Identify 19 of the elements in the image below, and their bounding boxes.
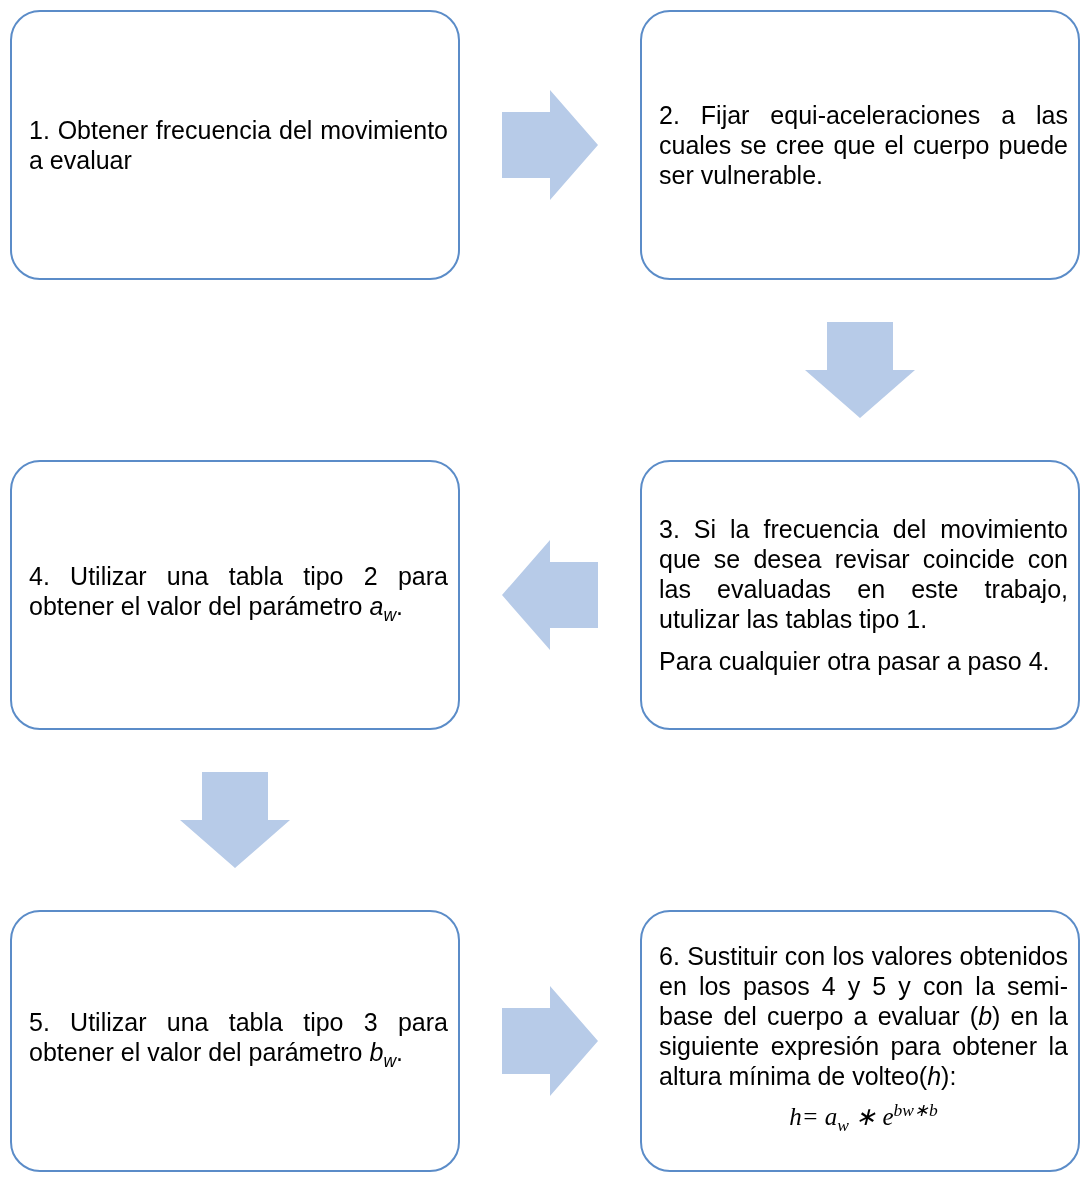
step-text: 4. Utilizar una tabla tipo 2 para obtener el valor del parámetro a$_{w}$. <box>29 560 448 627</box>
process-box <box>10 460 460 730</box>
process-box <box>640 910 1080 1172</box>
process-box <box>640 10 1080 280</box>
step-text: 5. Utilizar una tabla tipo 3 para obtener el valor del parámetro b$_{w}$. <box>29 1006 448 1073</box>
step-text: Para cualquier otra pasar a paso 4. <box>659 646 1051 676</box>
formula: h= a$_{w}$ ∗ e$^{bw∗b}$ <box>788 1099 939 1138</box>
step-text: 3. Si la frecuencia del movimiento que se desea revisar coincide con las evaluadas en este trabajo, utulizar las tablas tipo 1. <box>659 514 1068 634</box>
step-text: 2. Fijar equi-aceleraciones a las cuales se cree que el cuerpo puede ser vulnerable. <box>659 100 1068 190</box>
block-arrow <box>502 540 598 650</box>
block-arrow <box>502 90 598 200</box>
block-arrow <box>805 322 915 418</box>
process-box <box>10 910 460 1172</box>
step-text: 6. Sustituir con los valores obtenidos en los pasos 4 y 5 y con la semi-base del cuerpo a evaluar (b) en la siguiente expresión para obtener la altura mínima de volteo(h): <box>659 941 1068 1092</box>
block-arrow <box>502 986 598 1096</box>
step-text: 1. Obtener frecuencia del movimiento a evaluar <box>29 115 448 175</box>
block-arrow <box>180 772 290 868</box>
process-box <box>640 460 1080 730</box>
process-box <box>10 10 460 280</box>
